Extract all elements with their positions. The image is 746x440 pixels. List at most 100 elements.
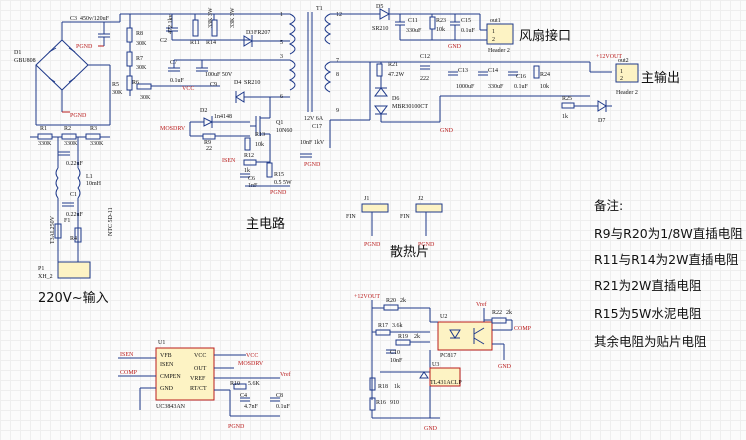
svg-text:30K: 30K <box>136 65 147 71</box>
net-comp-fb: COMP <box>514 326 532 332</box>
resistor-r21[interactable]: R21 47.2W <box>376 62 405 78</box>
svg-text:2k: 2k <box>506 310 512 316</box>
capacitor-c13[interactable]: C13 1000uF <box>448 68 475 90</box>
svg-text:10k: 10k <box>255 142 264 148</box>
svg-text:2k: 2k <box>400 298 406 304</box>
capacitor-c4[interactable]: C4 4.7nF <box>240 393 259 410</box>
resistor-r24[interactable]: R24 10k <box>533 65 550 90</box>
svg-text:Q1: Q1 <box>276 120 283 126</box>
capacitor-c3[interactable]: C3 450v/120uF <box>70 16 110 38</box>
heatsink-j2[interactable]: J2 FIN PGND <box>400 196 443 248</box>
capacitor-c9[interactable]: C9 100uF 50V <box>196 67 233 88</box>
svg-text:8: 8 <box>336 72 339 78</box>
svg-text:PC817: PC817 <box>440 353 456 359</box>
capacitor-c8[interactable]: C8 0.1uF <box>270 393 291 410</box>
resistor-r25[interactable]: R25 1k <box>561 96 575 120</box>
resistor-r18[interactable]: R18 1k <box>369 377 400 391</box>
resistor-r19[interactable]: R19 2k <box>395 334 420 346</box>
net-vcc-u1: VCC <box>246 353 258 359</box>
resistor-r13[interactable]: R13 10k <box>244 132 265 151</box>
net-pgnd-switch: PGND <box>270 190 287 196</box>
svg-text:C11: C11 <box>408 18 418 24</box>
svg-text:out2: out2 <box>618 58 629 64</box>
svg-text:C2: C2 <box>160 38 167 44</box>
transformer-t1[interactable]: T1 5 3 6 1 12 7 8 9 <box>280 6 342 114</box>
svg-text:30K: 30K <box>112 90 123 96</box>
diode-d4[interactable]: D4 SR210 <box>234 80 260 103</box>
svg-text:910: 910 <box>390 400 399 406</box>
svg-text:R14: R14 <box>206 40 216 46</box>
note-line: 其余电阻为贴片电阻 <box>594 334 707 349</box>
svg-text:3: 3 <box>280 54 283 60</box>
resistor-r11[interactable]: R11 <box>190 19 200 46</box>
svg-text:R10: R10 <box>230 381 240 387</box>
resistor-r2[interactable]: R2 330K <box>61 126 78 147</box>
resistor-r15[interactable]: R15 0.5 5W <box>266 162 292 186</box>
resistor-r22[interactable]: R22 2k <box>491 310 512 324</box>
resistor-r12[interactable]: R12 1k <box>243 153 257 174</box>
capacitor-c1[interactable]: C1 0.22uF <box>62 192 84 218</box>
fuse-f1[interactable]: F1 T3AL250V <box>50 215 70 244</box>
svg-text:9: 9 <box>336 108 339 114</box>
capacitor-c10[interactable]: C10 10nF <box>386 349 403 364</box>
svg-text:UC3843AN: UC3843AN <box>156 404 186 410</box>
svg-text:FR207: FR207 <box>254 30 270 36</box>
capacitor-c14[interactable]: C14 330uF <box>478 68 504 90</box>
capacitor-c16[interactable]: C16 0.1uF <box>508 71 529 90</box>
resistor-r6[interactable]: R6 30K <box>132 80 152 101</box>
svg-text:R6: R6 <box>132 80 139 86</box>
heatsink-j1[interactable]: J1 FIN PGND <box>346 196 389 248</box>
inductor-l1[interactable]: L1 10mH <box>55 167 102 199</box>
capacitor-c15[interactable]: C15 0.1uF <box>450 14 476 34</box>
svg-text:1000uF: 1000uF <box>456 84 475 90</box>
diode-d6[interactable]: D6 MBR30100CT <box>374 87 428 115</box>
net-gnd-fan: GND <box>448 44 462 50</box>
svg-text:D6: D6 <box>392 96 399 102</box>
svg-text:C15: C15 <box>461 18 471 24</box>
svg-text:J1: J1 <box>364 196 369 202</box>
net-vref-fb: Vref <box>476 301 487 308</box>
notes-title: 备注: <box>594 198 623 213</box>
connector-p1[interactable]: P1 XH_2 <box>38 261 91 280</box>
shunt-regulator-u3[interactable]: U3 TL431ACLP <box>419 362 462 387</box>
resistor-r1[interactable]: R1 330K <box>37 126 53 147</box>
optocoupler-u2[interactable]: U2 PC817 <box>437 314 493 359</box>
capacitor-c7[interactable]: C7 0.1uF <box>168 60 185 84</box>
resistor-r5[interactable]: R5 30K <box>112 75 133 96</box>
thermistor-r4[interactable]: R4 NTC 5D-11 <box>70 207 114 243</box>
capacitor-c1-top[interactable]: 0.22uF <box>58 151 84 167</box>
svg-text:U3: U3 <box>432 362 439 368</box>
net-gnd-main: GND <box>440 128 454 134</box>
output-header-out2[interactable]: out2 Header 2 1 2 <box>615 58 639 96</box>
note-line: R11与R14为2W直插电阻 <box>594 252 739 267</box>
resistor-r16[interactable]: R16 910 <box>369 397 399 411</box>
svg-text:R8: R8 <box>136 31 143 37</box>
resistor-r9[interactable]: R9 22 <box>202 133 216 152</box>
note-line: R15为5W水泥电阻 <box>594 306 702 321</box>
svg-text:C14: C14 <box>488 68 498 74</box>
led-d7[interactable]: D7 <box>597 100 607 124</box>
svg-text:D2: D2 <box>200 108 207 114</box>
svg-text:FIN: FIN <box>346 214 356 220</box>
svg-text:U1: U1 <box>158 340 165 346</box>
fan-header-out1[interactable]: out1 Header 2 1 2 <box>486 18 514 54</box>
svg-text:R16: R16 <box>376 400 386 406</box>
ic-u1[interactable]: U1 UC3843AN VFB ISEN CMPEN GND VCC OUT V… <box>155 340 215 410</box>
svg-text:330uF: 330uF <box>488 84 504 90</box>
diode-d2[interactable]: D2 1n4148 <box>200 108 232 128</box>
diode-d3[interactable]: D3 FR207 <box>243 30 270 47</box>
capacitor-c12[interactable]: C12 222 <box>420 54 430 82</box>
svg-text:C17: C17 <box>312 124 322 130</box>
svg-text:MBR30100CT: MBR30100CT <box>392 104 428 110</box>
capacitor-c6[interactable]: C6 1nF <box>240 173 258 189</box>
net-isen-main: ISEN <box>222 158 236 164</box>
capacitor-c17[interactable]: 12V 6A C17 10nF 1kV <box>300 116 325 158</box>
resistor-r10[interactable]: R10 5.6K <box>230 381 261 390</box>
diode-d5[interactable]: D5 SR210 <box>372 4 391 32</box>
svg-text:100uF 50V: 100uF 50V <box>205 72 233 78</box>
svg-text:out1: out1 <box>490 18 501 24</box>
svg-text:0.1uF: 0.1uF <box>514 84 529 90</box>
fan-port-label: 风扇接口 <box>519 28 571 44</box>
svg-text:FIN: FIN <box>400 214 410 220</box>
capacitor-c11[interactable]: C11 330uF <box>395 14 422 34</box>
